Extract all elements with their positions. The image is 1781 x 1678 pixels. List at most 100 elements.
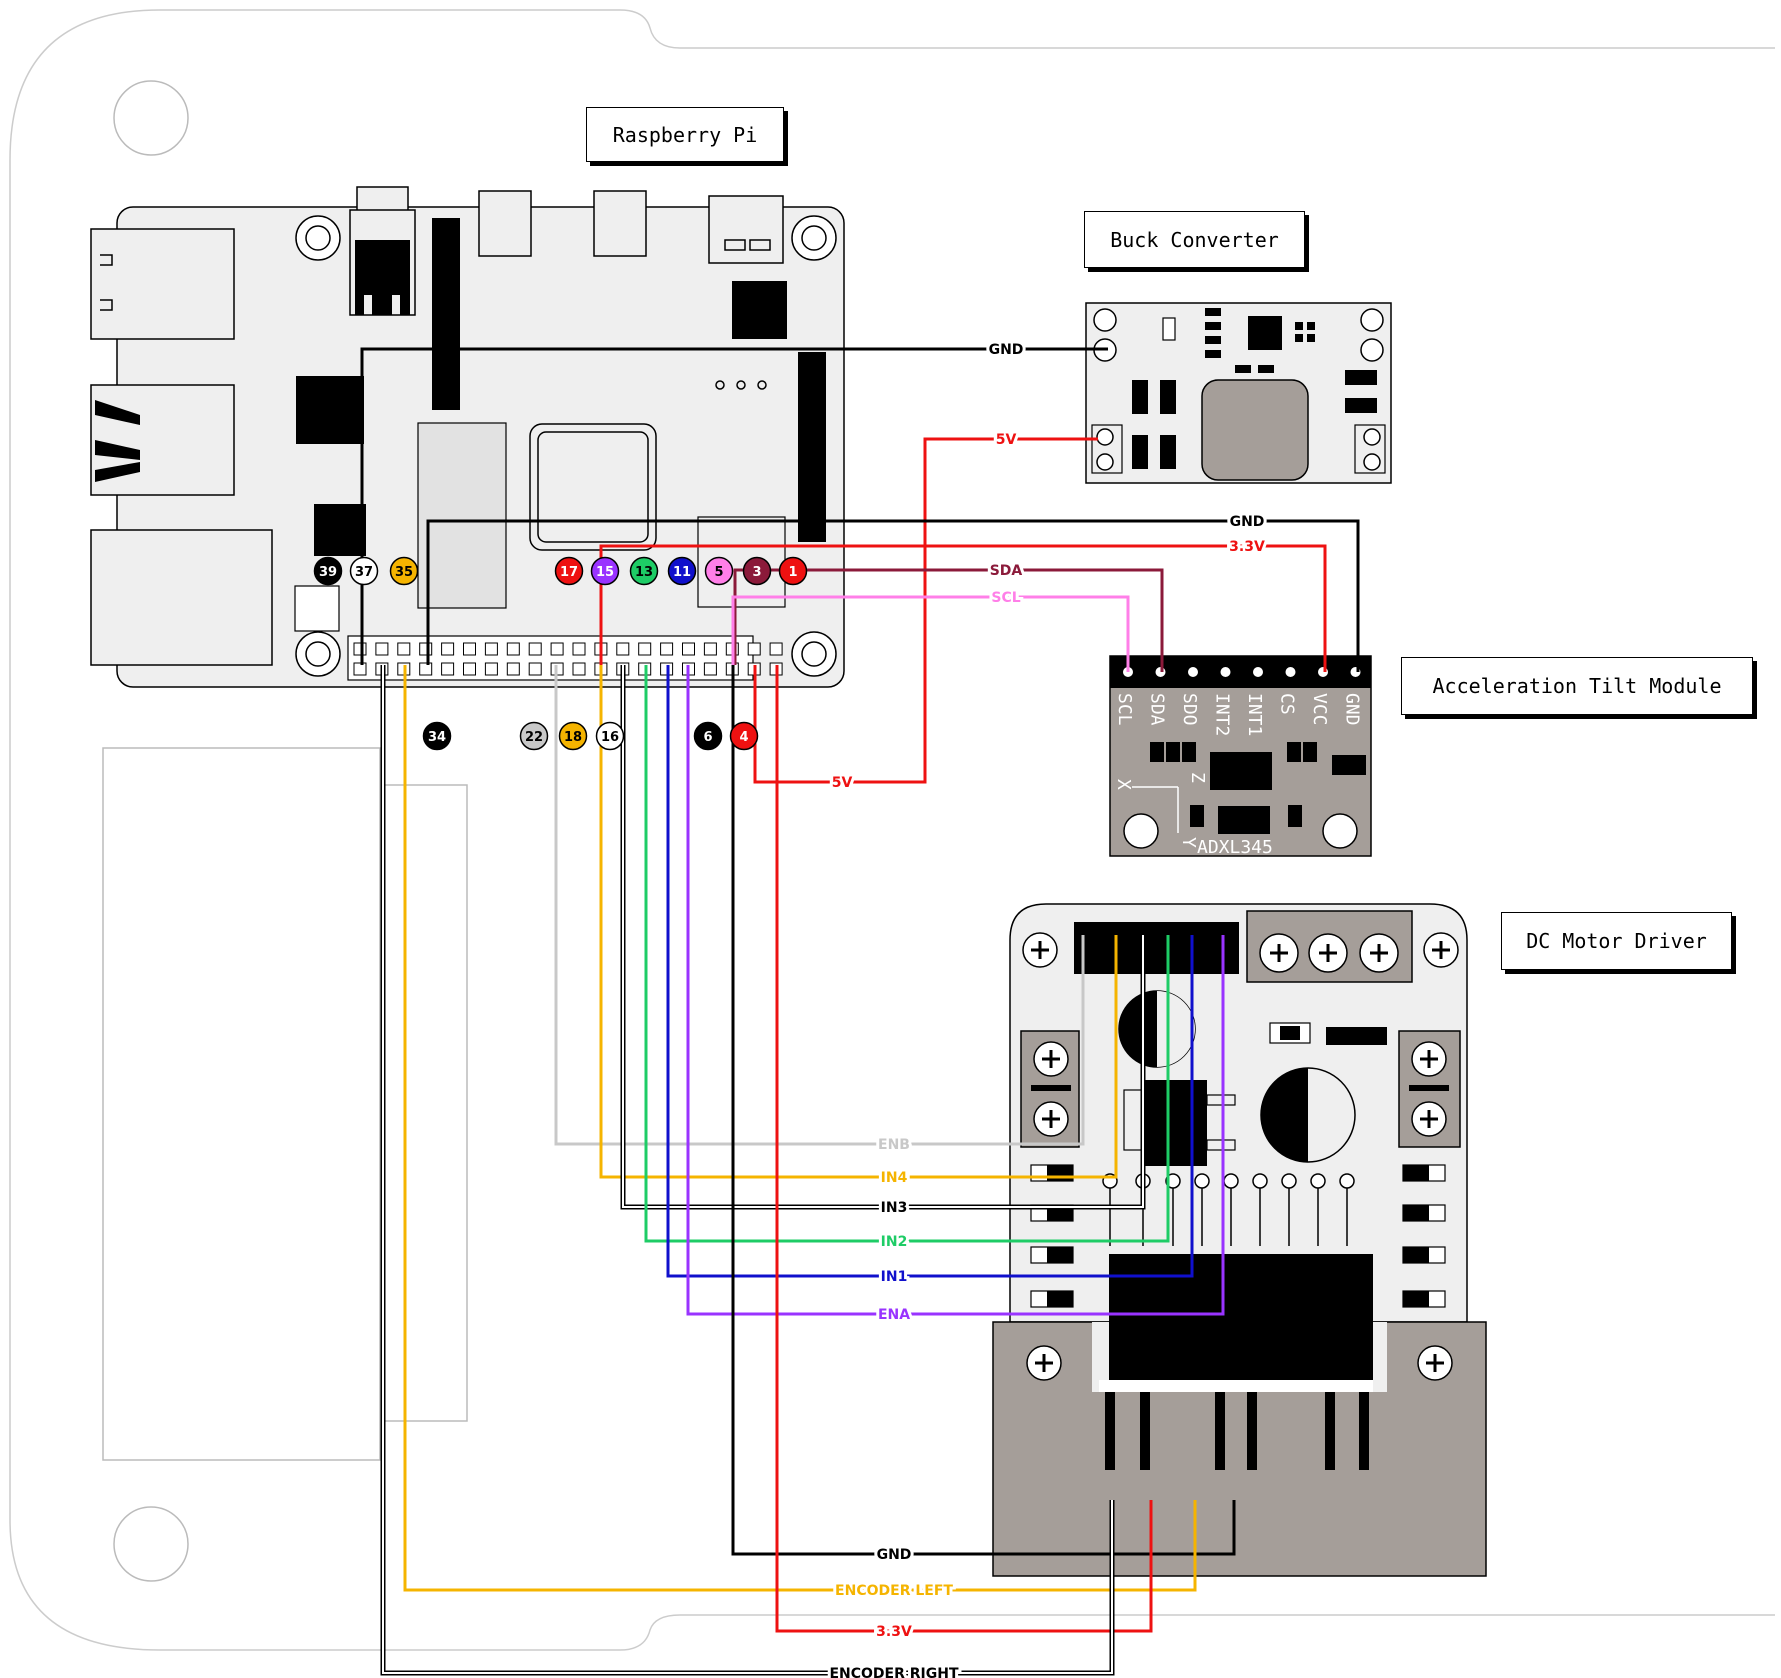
pin-badge-p1 xyxy=(778,556,808,586)
battery-inner xyxy=(382,784,468,1422)
wire-label-gnd_accel: GND xyxy=(1230,514,1265,530)
gpio-pin xyxy=(419,642,433,656)
gpio-pin xyxy=(682,642,695,656)
gpio-pin xyxy=(463,642,476,656)
pin-number: 6 xyxy=(703,730,712,745)
gpio-pin xyxy=(638,642,652,656)
pin-badge-p3 xyxy=(742,556,772,586)
pin-number: 16 xyxy=(601,730,619,745)
wire-label-in3: IN3 xyxy=(881,1200,908,1216)
wire-label-scl: SCL xyxy=(991,590,1020,606)
pin-badge-p18 xyxy=(558,721,588,751)
pin-number: 1 xyxy=(788,565,797,580)
gpio-pin xyxy=(769,642,783,656)
pin-badge-p17 xyxy=(554,556,584,586)
raspberry-pi-board xyxy=(90,186,845,688)
gpio-pin xyxy=(616,642,630,656)
accel-pin-label: SDO xyxy=(1179,693,1200,726)
pin-badge-p11 xyxy=(667,556,697,586)
accel-pin-label: SCL xyxy=(1114,693,1135,726)
buck-converter-board xyxy=(1085,302,1392,484)
gpio-pin xyxy=(506,662,520,676)
gpio-pin xyxy=(528,642,542,656)
accel-pin-label: CS xyxy=(1277,693,1298,715)
wire xyxy=(775,665,1153,1633)
battery-outline xyxy=(102,747,381,1461)
pin-badge-p4 xyxy=(729,721,759,751)
mount-hole xyxy=(113,1506,189,1582)
gpio-pin xyxy=(463,662,476,676)
wire-label-in4: IN4 xyxy=(881,1170,908,1186)
wire xyxy=(733,568,1164,672)
pin-badge-p16 xyxy=(595,721,625,751)
motor-driver-title: DC Motor Driver xyxy=(1501,912,1732,970)
gpio-pin xyxy=(353,642,367,656)
gpio-pin xyxy=(572,662,586,676)
gpio-pin xyxy=(441,642,455,656)
wire xyxy=(666,665,1194,1278)
buck-converter-title: Buck Converter xyxy=(1084,211,1305,268)
wire xyxy=(599,544,1327,672)
wire xyxy=(426,519,1360,672)
axis-z-label: Z xyxy=(1187,772,1208,783)
accel-pin xyxy=(1253,667,1263,677)
gpio-pin xyxy=(353,662,367,676)
pin-number: 22 xyxy=(525,730,543,745)
gpio-pin xyxy=(703,662,717,676)
wire xyxy=(599,665,1118,1179)
axis-y-label: Y xyxy=(1178,837,1199,848)
usb-port xyxy=(90,384,235,496)
wire-label-v33_motor: 3.3V xyxy=(876,1624,912,1640)
pin-number: 35 xyxy=(395,565,413,580)
wire xyxy=(554,665,1085,1146)
usb-port xyxy=(90,228,235,340)
pin-number: 4 xyxy=(739,730,748,745)
wire-label-gnd_motor: GND xyxy=(877,1547,912,1563)
wire xyxy=(403,665,1197,1592)
accel-pin-label: VCC xyxy=(1309,693,1330,726)
wire-label-enc_right: ENCODER RIGHT xyxy=(829,1666,958,1678)
gpio-pin xyxy=(572,642,586,656)
accel-pin xyxy=(1285,667,1296,677)
axis-x-label: X xyxy=(1113,779,1134,790)
pin-badge-p5 xyxy=(704,556,734,586)
gpio-pin xyxy=(419,662,433,676)
wire xyxy=(731,595,1130,672)
accel-module-title: Acceleration Tilt Module xyxy=(1401,657,1753,715)
pin-badge-p37 xyxy=(349,556,379,586)
wire-label-ena: ENA xyxy=(878,1307,910,1323)
wire-label-enb: ENB xyxy=(878,1137,910,1153)
gpio-pin xyxy=(484,642,498,656)
wire-label-in1: IN1 xyxy=(881,1269,908,1285)
pin-badge-p35 xyxy=(389,556,419,586)
pin-badge-p39 xyxy=(313,556,343,586)
gpio-pin xyxy=(550,642,564,656)
gpio-pin xyxy=(484,662,498,676)
accel-pin-label: INT1 xyxy=(1244,693,1265,736)
wire-label-sda: SDA xyxy=(990,563,1023,579)
pin-number: 17 xyxy=(560,565,578,580)
pin-number: 15 xyxy=(596,565,614,580)
pin-badge-p22 xyxy=(519,721,549,751)
accel-pin-label: SDA xyxy=(1147,693,1168,726)
accel-pin xyxy=(1188,667,1198,677)
wire-label-v5_buck: 5V xyxy=(996,432,1017,448)
gpio-pin xyxy=(747,642,761,656)
gpio-pin xyxy=(528,662,542,676)
gpio-pin xyxy=(441,662,455,676)
pin-number: 13 xyxy=(635,565,653,580)
wire xyxy=(644,665,1170,1243)
gpio-pin xyxy=(375,642,389,656)
pin-number: 11 xyxy=(673,565,691,580)
gpio-pin xyxy=(660,642,674,656)
pin-badge-p15 xyxy=(590,556,620,586)
chassis-outline xyxy=(9,9,1775,1651)
wire xyxy=(686,665,1225,1316)
pin-number: 39 xyxy=(319,565,337,580)
wire-label-enc_left: ENCODER LEFT xyxy=(835,1583,953,1599)
wire-label-v5_pi: 5V xyxy=(832,775,853,791)
pin-badge-p34 xyxy=(422,721,452,751)
wire-label-v33_accel: 3.3V xyxy=(1229,539,1265,555)
